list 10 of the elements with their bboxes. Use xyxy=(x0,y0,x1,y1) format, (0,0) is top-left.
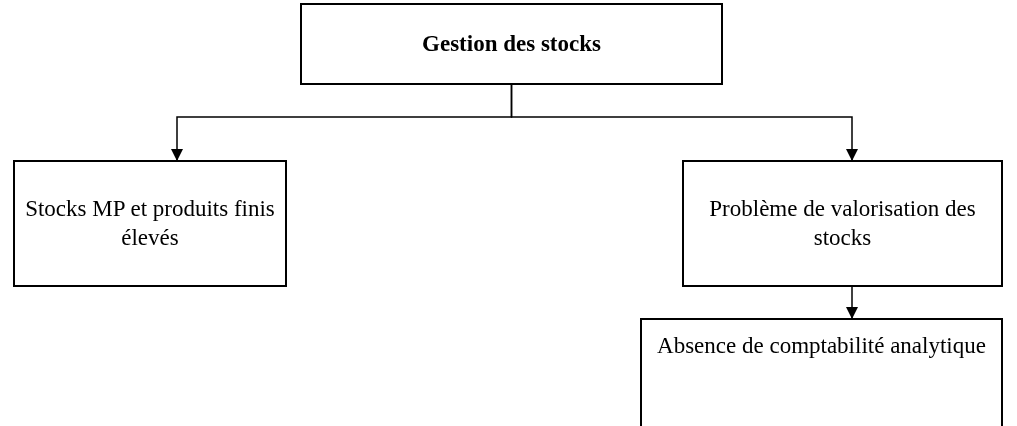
process-box xyxy=(13,160,287,287)
process-box xyxy=(300,3,723,85)
box-label: Problème de valorisation des stocks xyxy=(708,194,977,252)
arrow xyxy=(846,286,858,319)
box-label: Stocks MP et produits finis élevés xyxy=(25,194,275,252)
process-box xyxy=(682,160,1003,287)
box-label: Gestion des stocks xyxy=(422,29,601,58)
arrow xyxy=(510,84,858,161)
box-label: Absence de comptabilité analytique xyxy=(657,332,986,360)
process-box xyxy=(640,318,1003,426)
